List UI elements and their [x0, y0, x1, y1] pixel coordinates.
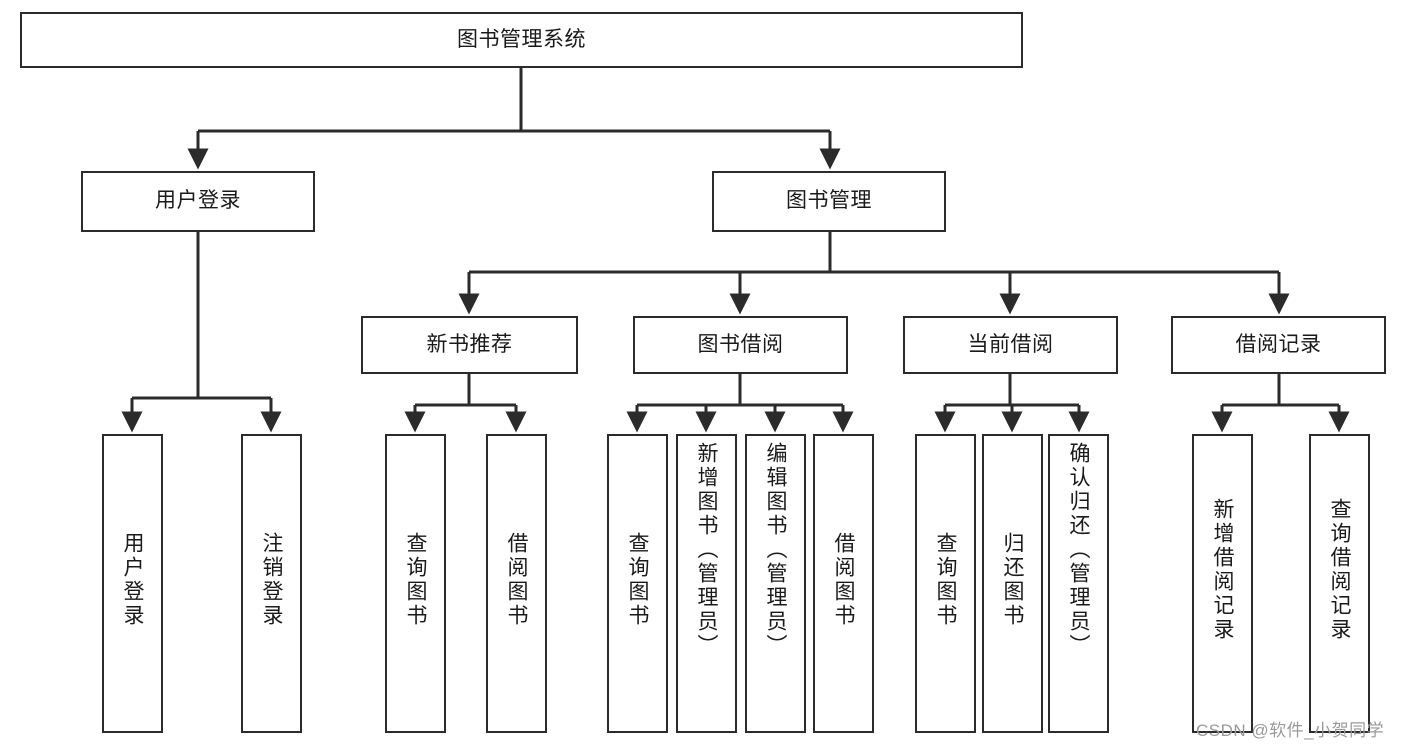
node-user-login-label: 用户登录	[155, 189, 241, 213]
node-current-borrow-label: 当前借阅	[967, 332, 1054, 356]
node-new-book-rec[interactable]: 新书推荐	[361, 316, 578, 374]
node-leaf-add-book-label: 新增图书（管理员）	[695, 442, 718, 658]
node-root-label: 图书管理系统	[457, 27, 586, 51]
node-leaf-query-book-1[interactable]: 查询图书	[385, 434, 446, 733]
node-leaf-query-book-3[interactable]: 查询图书	[915, 434, 976, 733]
node-leaf-add-record-label: 新增借阅记录	[1211, 498, 1234, 642]
node-leaf-user-logout[interactable]: 注销登录	[241, 434, 302, 733]
node-leaf-borrow-book-2[interactable]: 借阅图书	[813, 434, 874, 733]
node-leaf-query-book-1-label: 查询图书	[404, 532, 427, 628]
node-leaf-return-book-label: 归还图书	[1001, 532, 1024, 628]
node-leaf-query-book-2[interactable]: 查询图书	[607, 434, 668, 733]
node-book-borrow[interactable]: 图书借阅	[633, 316, 848, 374]
node-user-login[interactable]: 用户登录	[81, 171, 315, 232]
node-leaf-return-book[interactable]: 归还图书	[982, 434, 1043, 733]
node-leaf-query-book-2-label: 查询图书	[626, 532, 649, 628]
node-leaf-query-record[interactable]: 查询借阅记录	[1309, 434, 1370, 733]
node-borrow-record-label: 借阅记录	[1235, 332, 1322, 356]
node-leaf-edit-book-label: 编辑图书（管理员）	[764, 442, 787, 658]
node-root[interactable]: 图书管理系统	[20, 12, 1023, 68]
node-leaf-user-login-label: 用户登录	[121, 532, 144, 628]
node-leaf-query-book-3-label: 查询图书	[934, 532, 957, 628]
node-leaf-edit-book[interactable]: 编辑图书（管理员）	[745, 434, 806, 733]
node-borrow-record[interactable]: 借阅记录	[1171, 316, 1386, 374]
node-leaf-borrow-book-2-label: 借阅图书	[832, 532, 855, 628]
node-leaf-confirm-return[interactable]: 确认归还（管理员）	[1048, 434, 1109, 733]
csdn-watermark: CSDN @软件_小贺同学	[1196, 721, 1385, 740]
node-leaf-add-book[interactable]: 新增图书（管理员）	[676, 434, 737, 733]
node-leaf-confirm-return-label: 确认归还（管理员）	[1067, 442, 1090, 658]
node-new-book-rec-label: 新书推荐	[426, 332, 513, 356]
node-book-manage-label: 图书管理	[786, 189, 872, 213]
node-current-borrow[interactable]: 当前借阅	[903, 316, 1118, 374]
node-leaf-borrow-book-1-label: 借阅图书	[505, 532, 528, 628]
node-book-borrow-label: 图书借阅	[697, 332, 784, 356]
node-leaf-add-record[interactable]: 新增借阅记录	[1192, 434, 1253, 733]
node-book-manage[interactable]: 图书管理	[712, 171, 946, 232]
node-leaf-user-login[interactable]: 用户登录	[102, 434, 163, 733]
node-leaf-borrow-book-1[interactable]: 借阅图书	[486, 434, 547, 733]
node-leaf-user-logout-label: 注销登录	[260, 532, 283, 628]
node-leaf-query-record-label: 查询借阅记录	[1328, 498, 1351, 642]
